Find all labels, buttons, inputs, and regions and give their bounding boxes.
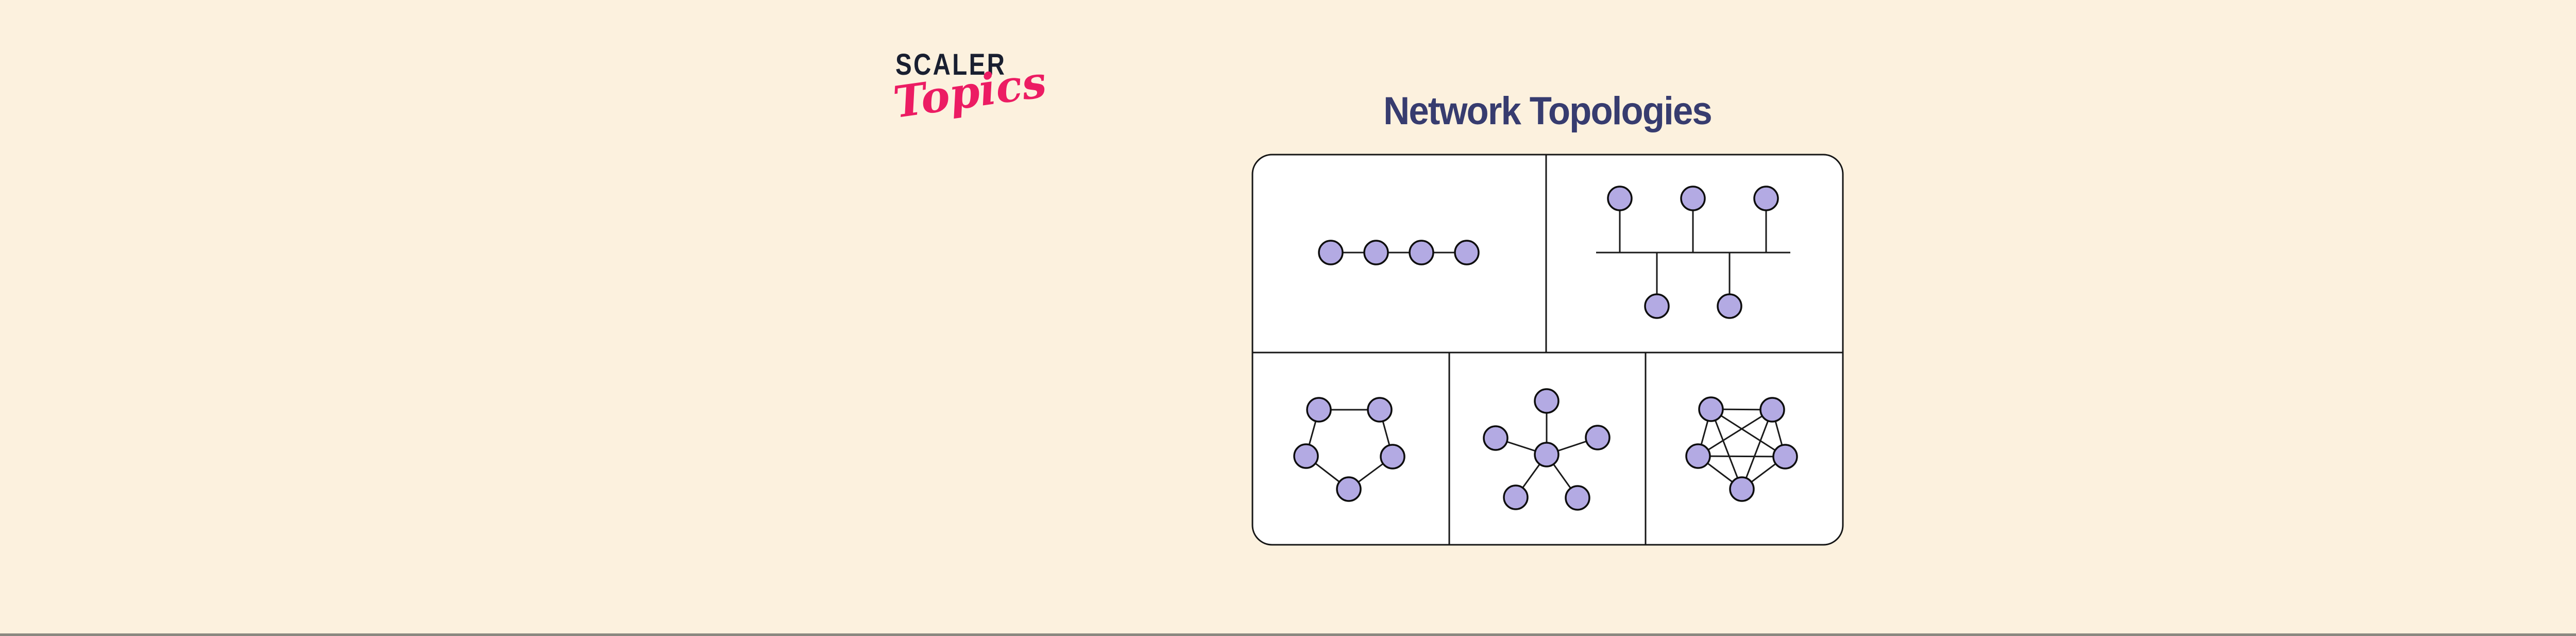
mesh-topology: [1685, 396, 1798, 502]
ring-node: [1367, 397, 1393, 423]
bus-node: [1644, 293, 1670, 319]
line-topology: [1318, 240, 1480, 265]
page-title: Network Topologies: [1383, 89, 1713, 133]
star-node: [1503, 484, 1529, 510]
bus-node: [1753, 186, 1779, 211]
mesh-node: [1759, 397, 1785, 423]
mesh-edge-line: [1710, 408, 1786, 458]
bus-node: [1717, 293, 1742, 319]
ring-node: [1380, 444, 1405, 470]
star-topology: [1483, 388, 1611, 511]
bus-node: [1607, 186, 1633, 211]
star-node: [1585, 425, 1611, 450]
footer-rule: [0, 633, 2576, 636]
scaler-wordmark: SCALER: [895, 48, 1007, 81]
mesh-node: [1685, 443, 1711, 469]
line-node: [1363, 240, 1389, 265]
ring-node: [1293, 443, 1319, 469]
ring-topology: [1293, 397, 1405, 502]
line-node: [1409, 240, 1434, 265]
star-node: [1534, 442, 1560, 467]
ring-node: [1336, 476, 1362, 502]
star-node: [1483, 425, 1509, 451]
mesh-edge-line: [1710, 409, 1743, 490]
bus-topology: [1596, 186, 1790, 319]
scaler-topics-logo: SCALER Topics: [890, 47, 1060, 161]
mesh-edge-line: [1698, 409, 1773, 457]
ring-node: [1306, 397, 1332, 423]
bus-node: [1680, 186, 1706, 211]
line-node: [1318, 240, 1344, 265]
mesh-node: [1772, 444, 1798, 470]
mesh-node: [1698, 396, 1724, 422]
mesh-node: [1729, 476, 1755, 502]
line-node: [1454, 240, 1480, 265]
mesh-edge-line: [1698, 455, 1786, 458]
star-node: [1565, 485, 1590, 511]
star-node: [1534, 388, 1560, 414]
mesh-edge-line: [1741, 409, 1773, 490]
